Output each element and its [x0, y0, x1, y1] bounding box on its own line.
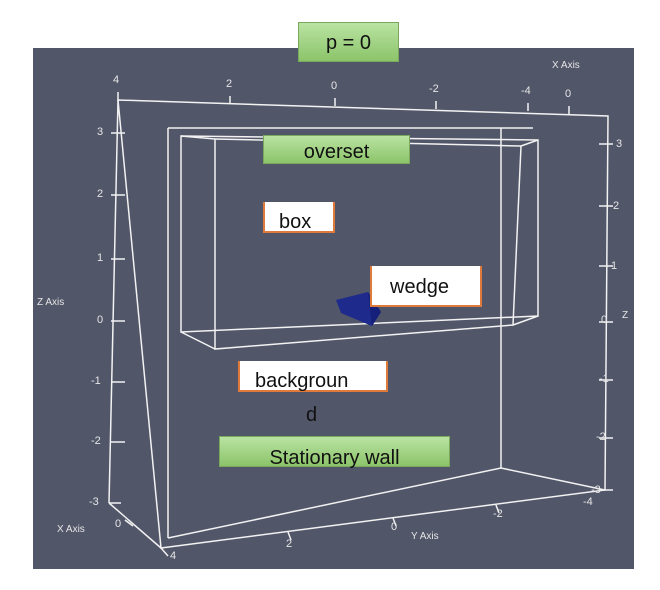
overset-box-edge	[512, 315, 539, 326]
overset-box-edge	[520, 139, 539, 147]
tick-label-right: -1	[599, 373, 609, 385]
tick-label-left: -1	[91, 375, 101, 387]
pressure-label: p = 0	[298, 22, 399, 62]
tick-label-right: 2	[613, 200, 620, 212]
x-axis-title-bottom: X Axis	[57, 524, 85, 535]
z-axis-title-left: Z Axis	[37, 297, 65, 308]
stationary-wall-label: Stationary wall	[219, 436, 450, 468]
tick-label-bottom-y: -2	[493, 508, 503, 520]
wireframe-scene	[108, 92, 613, 557]
tick-label-left: 2	[97, 188, 104, 200]
tick-label-top: 4	[113, 74, 120, 86]
box-label: box	[263, 202, 335, 233]
tick-label-bottom-y: -4	[583, 496, 593, 508]
tick-label-right: -2	[596, 431, 606, 443]
tick-label-left: -3	[89, 496, 99, 508]
overset-box-edge	[180, 135, 216, 140]
overset-box-edge	[180, 331, 216, 350]
tick-label-left: 0	[97, 314, 104, 326]
tick-label-right: -3	[591, 484, 601, 496]
tick-label-top: 2	[226, 78, 233, 90]
render-viewport[interactable]: 4 2 0 -2 -4 0 X Axis 3 2 1 0 -1 -2 -3 Z …	[33, 48, 634, 569]
tick-label-right: 1	[611, 260, 618, 272]
tick-label-left: -2	[91, 435, 101, 447]
tick-label-left: 1	[97, 252, 104, 264]
y-axis-title-bottom: Y Axis	[411, 531, 439, 542]
tick-label-top: 0	[331, 80, 338, 92]
tick-label-top: 0	[565, 88, 572, 100]
z-axis-title-right: Z	[622, 310, 629, 321]
tick-label-right: 0	[601, 314, 608, 326]
background-label-continuation: d	[306, 404, 318, 426]
tick-label-bottom-y: 2	[286, 538, 293, 550]
outer-box-inner-bottom	[167, 467, 606, 539]
wedge-label: wedge	[370, 266, 482, 307]
tick-label-left: 3	[97, 126, 104, 138]
overset-label: overset	[263, 135, 410, 164]
tick-label-bottom-y: 0	[391, 521, 398, 533]
tick-label-bottom-x: 4	[170, 550, 177, 562]
tick-label-bottom-x: 0	[115, 518, 122, 530]
x-axis-title-top: X Axis	[552, 60, 580, 71]
tick-label-top: -4	[521, 85, 531, 97]
tick-label-right: 3	[616, 138, 623, 150]
tick-label-top: -2	[429, 83, 439, 95]
outer-box-edge	[108, 99, 119, 504]
background-label: backgroun	[238, 361, 388, 392]
outer-box-edge	[108, 502, 162, 549]
